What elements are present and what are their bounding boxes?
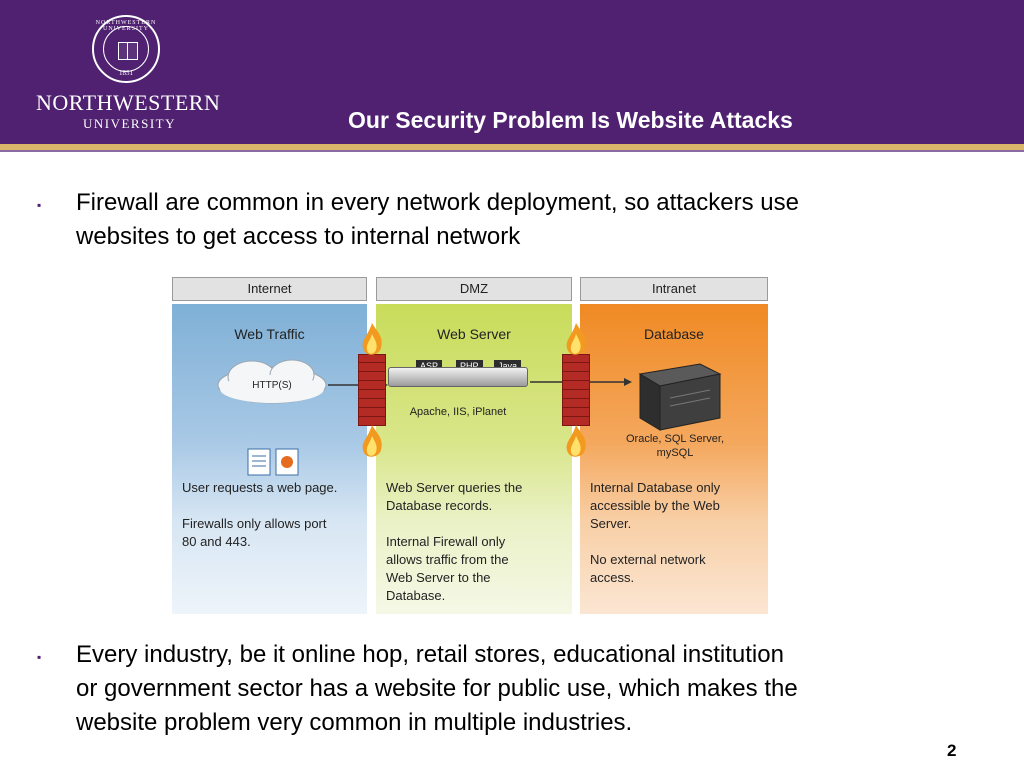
bullet-2-line-3: website problem very common in multiple … [76,709,633,736]
seal-year: 1851 [119,69,133,77]
logo-name: NORTHWESTERN [36,90,221,115]
bullet-marker-2: ▪ [37,650,42,664]
intranet-text-3: Server. [590,516,632,531]
university-seal-icon: NORTHWESTERN UNIVERSITY 1851 [92,15,160,83]
web-server-icon [388,367,528,387]
logo-subtitle: UNIVERSITY [83,116,176,131]
bullet-1-line-1: Firewall are common in every network dep… [76,189,799,216]
dmz-text-7: Database. [386,588,446,603]
zone-text-intranet: Internal Database only accessible by the… [590,479,720,587]
intranet-text-1: Internal Database only [590,480,721,495]
zone-text-internet: User requests a web page. Firewalls only… [182,479,337,551]
bullet-text-1: Firewall are common in every network dep… [76,186,956,254]
internet-text-3: Firewalls only allows port [182,516,327,531]
header-divider [0,150,1024,152]
zone-header-dmz: DMZ [376,277,572,301]
intranet-text-2: accessible by the Web [590,498,720,513]
slide-title: Our Security Problem Is Website Attacks [348,107,793,133]
dmz-text-4: Internal Firewall only [386,534,506,549]
page-number: 2 [947,741,957,760]
bullet-text-2: Every industry, be it online hop, retail… [76,638,956,740]
dmz-text-5: allows traffic from the [386,552,509,567]
header-banner: NORTHWESTERN UNIVERSITY 1851 NORTHWESTER… [0,0,1024,144]
web-server-caption: Apache, IIS, iPlanet [409,406,507,418]
flame-icon-3 [362,425,382,457]
bullet-2-line-1: Every industry, be it online hop, retail… [76,641,784,668]
database-caption: Oracle, SQL Server, mySQL [610,432,740,460]
internet-text-1: User requests a web page. [182,480,338,495]
cloud-label: HTTP(S) [252,380,292,391]
flame-icon-4 [566,425,586,457]
connection-arrows [328,378,632,389]
header-gold-stripe [0,144,1024,150]
network-diagram: Internet DMZ Intranet Web Traffic HTTP(S… [170,274,768,614]
zone-title-web-server: Web Server [437,326,511,342]
zone-text-dmz: Web Server queries the Database records.… [386,479,522,605]
intranet-text-6: access. [590,570,635,585]
zone-title-web-traffic: Web Traffic [234,326,305,342]
database-server-icon [638,363,722,431]
zone-header-internet: Internet [172,277,367,301]
flame-icon-2 [566,323,586,355]
zone-intranet: Database Oracle, SQL Server, mySQL Inter… [580,304,768,614]
internet-text-4: 80 and 443. [182,534,251,549]
seal-book-icon [118,42,138,60]
cloud-icon [217,359,327,476]
seal-inner-ring [103,26,149,72]
firewall-internal-icon [562,354,590,426]
zone-header-intranet: Intranet [580,277,768,301]
intranet-text-5: No external network [590,552,706,567]
firewall-external-icon [358,354,386,426]
zone-title-database: Database [644,326,704,342]
dmz-text-1: Web Server queries the [386,480,523,495]
database-caption-line-1: Oracle, SQL Server, [625,433,725,445]
database-caption-line-2: mySQL [656,447,694,459]
bullet-marker-1: ▪ [37,198,42,212]
zone-dmz: Web Server Web Server queries the Databa… [376,304,572,614]
flame-icon-1 [362,323,382,355]
bullet-1-line-2: websites to get access to internal netwo… [76,223,521,250]
zone-internet: Web Traffic HTTP(S) User requests a web … [172,304,367,614]
dmz-text-2: Database records. [386,498,493,513]
bullet-2-line-2: or government sector has a website for p… [76,675,798,702]
dmz-text-6: Web Server to the [386,570,491,585]
